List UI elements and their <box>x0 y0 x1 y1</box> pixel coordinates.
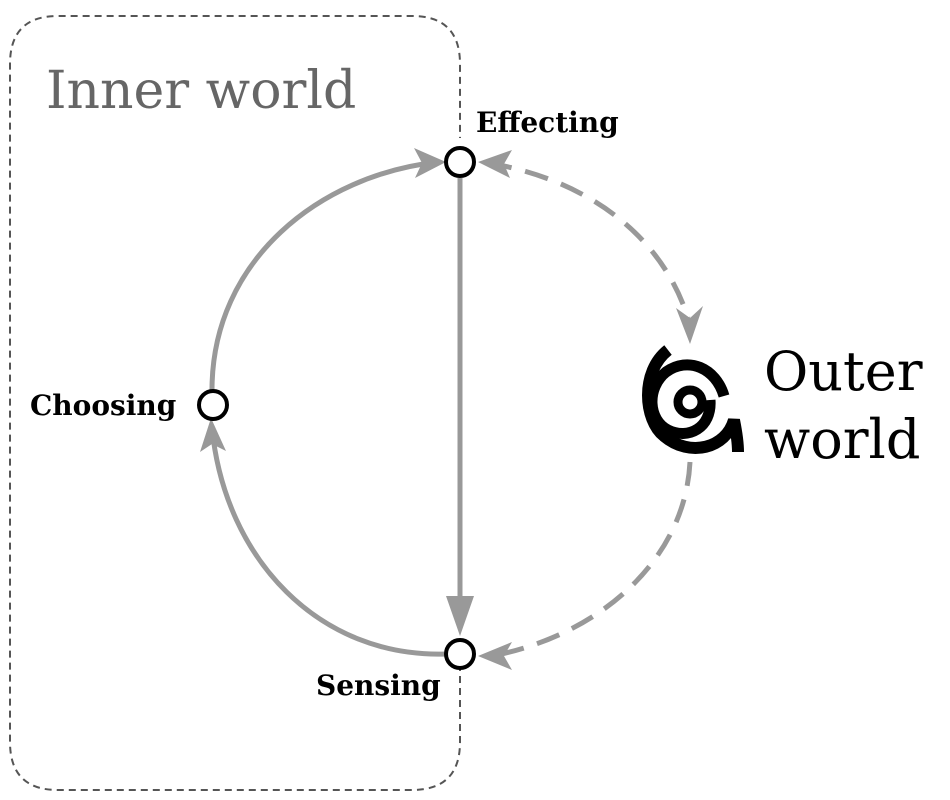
arrow-effecting-to-sensing <box>446 178 474 636</box>
sensing-label: Sensing <box>316 669 441 702</box>
arrow-sensing-to-choosing <box>200 418 447 657</box>
inner-world-boundary <box>9 15 461 791</box>
spiral-icon <box>642 345 744 454</box>
arrow-effecting-outer-world <box>478 150 703 344</box>
sensing-node <box>444 638 476 670</box>
inner-world-label: Inner world <box>46 61 356 121</box>
effecting-label: Effecting <box>476 106 619 139</box>
arrow-outer-world-to-sensing <box>478 461 693 670</box>
arrow-choosing-to-effecting <box>209 148 446 391</box>
outer-world-label-line2: world <box>764 408 920 471</box>
effecting-node <box>444 146 476 178</box>
choosing-node <box>197 389 229 421</box>
choosing-label: Choosing <box>30 389 176 422</box>
outer-world-label-line1: Outer <box>764 340 923 403</box>
